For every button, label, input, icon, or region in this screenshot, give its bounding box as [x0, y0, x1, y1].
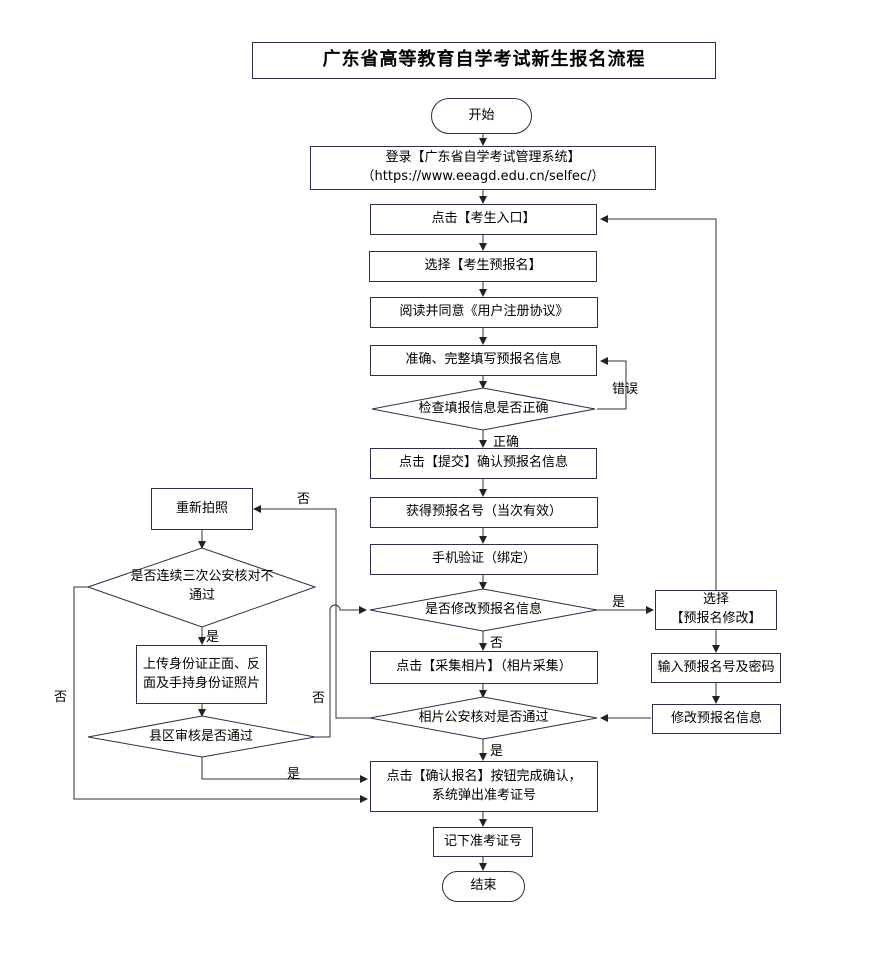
login-line-1: 登录【广东省自学考试管理系统】 [385, 150, 581, 166]
fill-info-node: 准确、完整填写预报名信息 [370, 345, 597, 376]
confirm-line-1: 点击【确认报名】按钮完成确认， [386, 768, 582, 784]
upload-node: 上传身份证正面、反 面及手持身份证照片 [136, 645, 267, 704]
select-modify-line-1: 选择 [702, 592, 729, 608]
note-number-node: 记下准考证号 [433, 827, 533, 857]
submit-node: 点击【提交】确认预报名信息 [370, 448, 597, 479]
confirm-node: 点击【确认报名】按钮完成确认， 系统弹出准考证号 [370, 761, 598, 812]
three-times-line-2: 通过 [188, 588, 215, 603]
end-node: 结束 [442, 871, 525, 902]
edge-label-yes-photo: 是 [490, 744, 504, 759]
modify-decision: 是否修改预报名信息 [424, 601, 542, 617]
click-entry-node: 点击【考生入口】 [370, 204, 597, 235]
phone-verify-node: 手机验证（绑定） [370, 544, 598, 575]
three-times-decision: 是否连续三次公安核对不 通过 [110, 566, 294, 608]
three-times-line-1: 是否连续三次公安核对不 [130, 569, 274, 585]
edge-label-yes-modify: 是 [612, 595, 626, 610]
login-node: 登录【广东省自学考试管理系统】 （https://www.eeagd.edu.c… [310, 146, 656, 190]
edge-label-no-county: 否 [312, 691, 326, 706]
get-number-node: 获得预报名号（当次有效） [370, 497, 598, 528]
select-pre-node: 选择【考生预报名】 [369, 251, 597, 282]
page-title: 广东省高等教育自学考试新生报名流程 [252, 42, 716, 79]
input-number-node: 输入预报名号及密码 [651, 653, 781, 683]
edge-label-correct: 正确 [493, 435, 520, 450]
collect-photo-node: 点击【采集相片】（相片采集） [370, 651, 598, 684]
retake-node: 重新拍照 [151, 488, 253, 530]
edge-label-no-three: 否 [54, 690, 68, 705]
select-modify-line-2: 【预报名修改】 [670, 611, 762, 626]
start-node: 开始 [431, 98, 532, 134]
check-info-decision: 检查填报信息是否正确 [418, 400, 549, 416]
read-agree-node: 阅读并同意《用户注册协议》 [370, 297, 598, 328]
edge-label-error: 错误 [612, 382, 639, 397]
select-modify-node: 选择 【预报名修改】 [655, 590, 777, 630]
confirm-line-2: 系统弹出准考证号 [431, 787, 536, 803]
edge-label-yes-county: 是 [287, 767, 301, 782]
county-check-decision: 县区审核是否通过 [148, 728, 253, 744]
edge-label-yes-three: 是 [206, 630, 220, 645]
modify-info-node: 修改预报名信息 [652, 704, 781, 734]
upload-line-1: 上传身份证正面、反 [142, 656, 260, 672]
login-line-2: （https://www.eeagd.edu.cn/selfec/） [361, 169, 605, 184]
upload-line-2: 面及手持身份证照片 [142, 675, 260, 691]
edge-label-no-photo: 否 [297, 492, 311, 507]
photo-check-decision: 相片公安核对是否通过 [418, 709, 549, 725]
edge-label-no-modify: 否 [490, 636, 504, 651]
